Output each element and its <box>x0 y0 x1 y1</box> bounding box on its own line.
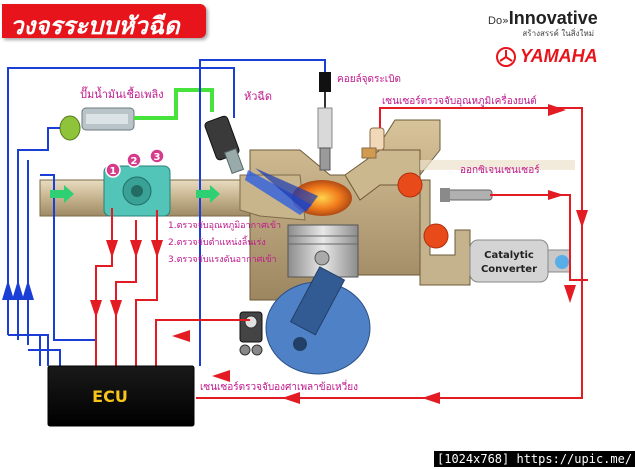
throttle-sensor-2-label: 2.ตรวจจับตำแหน่งลิ้นเร่ง <box>168 235 266 248</box>
engine-temp-sensor <box>361 127 385 159</box>
crank-sensor-label: เซนเซอร์ตรวจจับองศาเพลาข้อเหวี่ยง <box>200 379 358 393</box>
image-host-footer: [1024x768] https://upic.me/ <box>434 451 635 467</box>
injector <box>204 115 245 175</box>
ecu-label: ECU <box>92 387 128 406</box>
oxygen-sensor-label: ออกซิเจนเซนเซอร์ <box>460 164 540 176</box>
fuel-spray <box>245 168 318 215</box>
blue-arrowheads <box>2 280 34 300</box>
diagram-stage: 1 2 3 <box>2 4 635 467</box>
brand-chevron-icon: » <box>502 14 509 27</box>
yamaha-wordmark: YAMAHA <box>520 46 598 66</box>
title-banner: วงจรระบบหัวฉีด <box>2 4 206 40</box>
fuel-injection-diagram: 1 2 3 <box>2 59 588 427</box>
fuel-pump-label: ปั๊มน้ำมันเชื้อเพลิง <box>80 86 164 101</box>
ignition-coil <box>317 72 333 171</box>
red-arrowheads <box>90 104 588 404</box>
control-wires <box>7 59 326 370</box>
badge-2-number: 2 <box>131 156 138 167</box>
exhaust-flame-lower <box>423 223 449 249</box>
injector-label: หัวฉีด <box>244 90 272 103</box>
ecu-box: ECU <box>47 365 195 427</box>
fuel-line <box>134 88 214 120</box>
catalytic-label-line1: Catalytic <box>484 250 534 261</box>
throttle-sensor-badge-2: 2 <box>126 152 142 168</box>
signal-wires <box>95 107 588 399</box>
throttle-sensor-badge-3: 3 <box>149 148 165 164</box>
crankshaft-wheel <box>265 266 371 375</box>
exhaust-pipe <box>419 160 575 286</box>
ignition-coil-label: คอยล์จุดระเบิด <box>337 73 401 85</box>
yamaha-tuning-fork-icon <box>496 46 516 67</box>
yamaha-logo: YAMAHA <box>496 46 598 67</box>
intake-arrows <box>50 185 220 203</box>
crank-position-sensor <box>239 311 263 356</box>
brand-innovative: Innovative <box>508 8 598 28</box>
brand-do-prefix: Do <box>488 15 503 27</box>
catalytic-converter <box>469 239 571 283</box>
catalytic-label-line2: Converter <box>481 264 537 275</box>
throttle-sensor-badge-1: 1 <box>105 162 121 178</box>
brand-tagline: สร้างสรรค์ ในสิ่งใหม่ <box>522 29 594 38</box>
fuel-pump <box>59 107 135 141</box>
throttle-sensor-3-label: 3.ตรวจจับแรงดันอากาศเข้า <box>168 254 277 265</box>
engine-temp-sensor-label: เซนเซอร์ตรวจจับอุณหภูมิเครื่องยนต์ <box>382 93 537 107</box>
page-title: วงจรระบบหัวฉีด <box>10 12 180 40</box>
oxygen-sensor <box>440 188 493 202</box>
throttle-sensor-1-label: 1.ตรวจจับอุณหภูมิอากาศเข้า <box>168 220 281 231</box>
badge-3-number: 3 <box>154 152 161 163</box>
exhaust-flame-upper <box>397 172 423 198</box>
badge-1-number: 1 <box>110 166 117 177</box>
brand-block: Do»Innovative สร้างสรรค์ ในสิ่งใหม่ <box>488 8 598 40</box>
